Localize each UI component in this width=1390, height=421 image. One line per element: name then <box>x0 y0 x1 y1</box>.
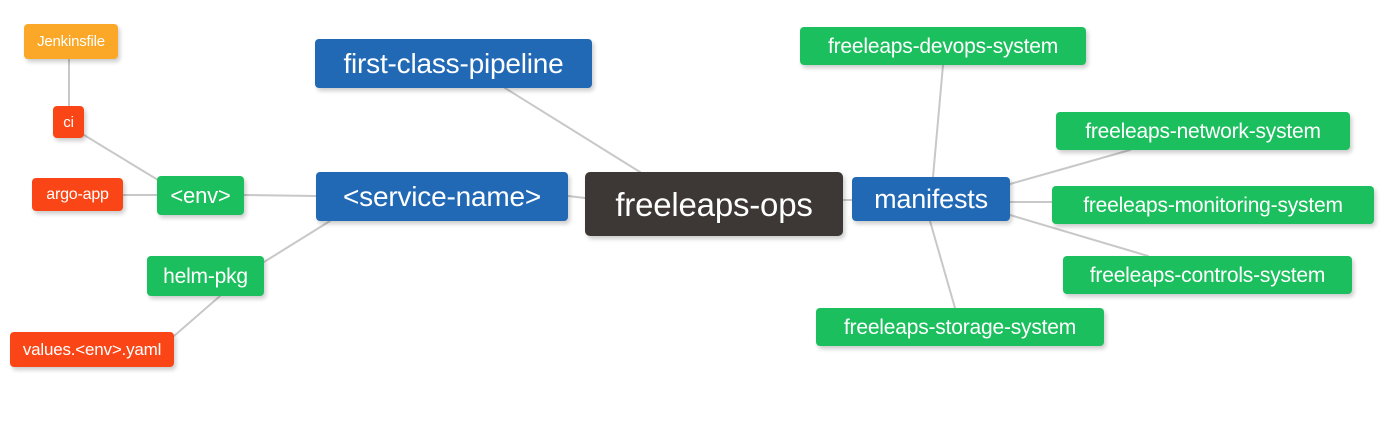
node-argo-app[interactable]: argo-app <box>32 178 123 211</box>
node-manifests[interactable]: manifests <box>852 177 1010 221</box>
node-first-class-pipeline[interactable]: first-class-pipeline <box>315 39 592 88</box>
edge-helm-pkg-to-service-name <box>263 220 331 263</box>
node-ci[interactable]: ci <box>53 106 84 138</box>
node-helm-pkg[interactable]: helm-pkg <box>147 256 264 296</box>
node-label: ci <box>63 113 74 131</box>
edge-service-name-to-freeleaps-ops <box>567 195 586 199</box>
node-label: <service-name> <box>343 180 541 212</box>
node-jenkinsfile[interactable]: Jenkinsfile <box>24 24 118 59</box>
node-label: freeleaps-network-system <box>1085 119 1321 143</box>
edge-manifests-to-freeleaps-storage-system <box>929 220 956 309</box>
edge-manifests-to-freeleaps-network-system <box>1009 149 1131 185</box>
edge-first-class-pipeline-to-freeleaps-ops <box>504 87 641 173</box>
node-freeleaps-devops-system[interactable]: freeleaps-devops-system <box>800 27 1086 65</box>
edge-env-to-service-name <box>243 194 317 197</box>
node-label: first-class-pipeline <box>343 47 564 79</box>
node-freeleaps-storage-system[interactable]: freeleaps-storage-system <box>816 308 1104 346</box>
node-label: freeleaps-devops-system <box>828 34 1058 58</box>
node-label: Jenkinsfile <box>37 33 105 50</box>
node-values-yaml[interactable]: values.<env>.yaml <box>10 332 174 367</box>
node-service-name[interactable]: <service-name> <box>316 172 568 221</box>
node-label: freeleaps-storage-system <box>843 315 1077 339</box>
edge-ci-to-env <box>83 134 159 181</box>
node-label: freeleaps-monitoring-system <box>1083 193 1343 217</box>
node-label: <env> <box>170 182 231 208</box>
node-freeleaps-network-system[interactable]: freeleaps-network-system <box>1056 112 1350 150</box>
node-env[interactable]: <env> <box>157 176 244 215</box>
node-freeleaps-controls-system[interactable]: freeleaps-controls-system <box>1063 256 1352 294</box>
node-freeleaps-monitoring-system[interactable]: freeleaps-monitoring-system <box>1052 186 1374 224</box>
edge-values-yaml-to-helm-pkg <box>173 295 221 337</box>
node-label: helm-pkg <box>163 264 248 288</box>
node-label: values.<env>.yaml <box>22 340 162 359</box>
node-label: freeleaps-ops <box>615 185 813 223</box>
edge-manifests-to-freeleaps-devops-system <box>932 64 944 178</box>
node-label: manifests <box>874 183 988 214</box>
node-freeleaps-ops[interactable]: freeleaps-ops <box>585 172 843 236</box>
node-label: argo-app <box>46 185 109 203</box>
node-label: freeleaps-controls-system <box>1089 263 1326 287</box>
